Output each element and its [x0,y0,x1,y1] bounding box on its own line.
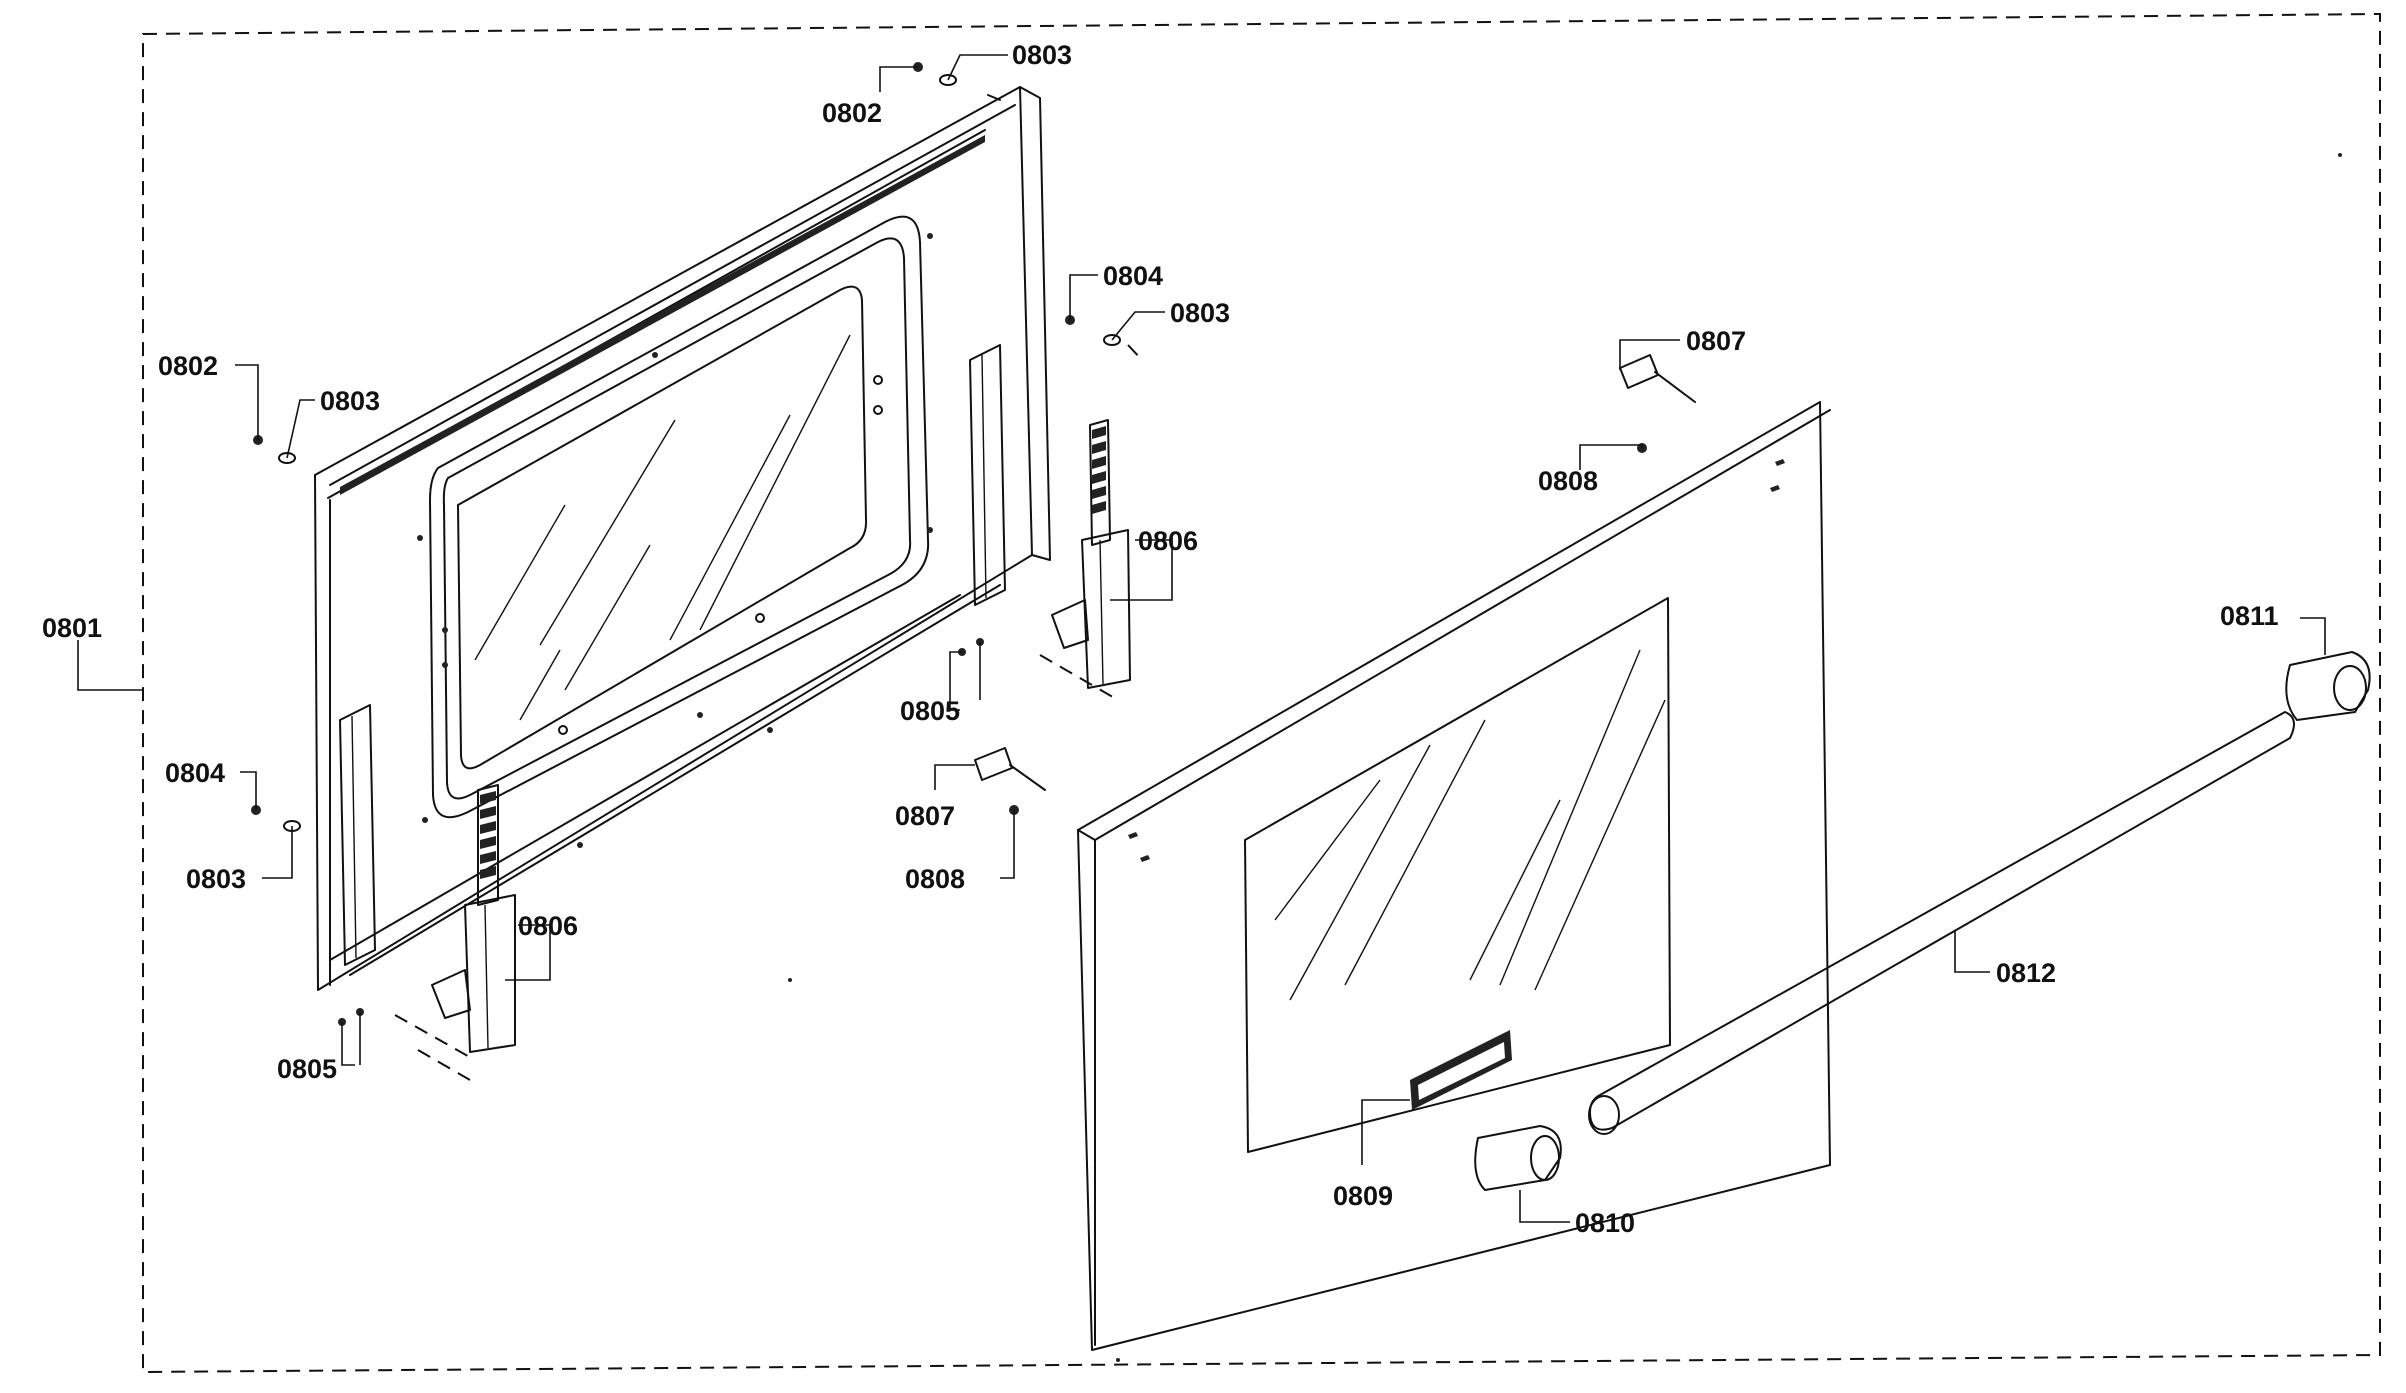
label-assembly: 0801 [42,613,102,643]
assembly-guides-inner [394,344,1143,1081]
label-screw-b-right: 0804 [1103,261,1163,291]
handle-end-cap-left [1474,1125,1562,1191]
label-handle-bar: 0812 [1996,958,2056,988]
label-screw-c-right: 0805 [900,696,960,726]
outer-door-panel [1077,401,1831,1351]
hinge-right [1051,419,1131,689]
label-screw-c-left: 0805 [277,1054,337,1084]
hinge-left [431,784,516,1053]
stray-dot [788,978,792,982]
label-handle-end-right: 0811 [2220,601,2279,631]
label-washer-right: 0803 [1170,298,1230,328]
part-labels: 0801 0802 0803 0802 0803 0804 0803 0805 … [42,40,2279,1238]
label-screw-d-left: 0808 [905,864,965,894]
label-washer-left-bottom: 0803 [186,864,246,894]
label-screw-d-right: 0808 [1538,466,1598,496]
leader-lines [77,54,2326,1223]
label-screw-b-left: 0804 [165,758,225,788]
label-badge: 0809 [1333,1181,1393,1211]
stray-dot [2338,153,2342,157]
label-screw-left: 0802 [158,351,218,381]
label-hinge-right: 0806 [1138,526,1198,556]
label-hinge-left: 0806 [518,911,578,941]
label-washer-left-top: 0803 [320,386,380,416]
assembly-boundary [142,12,2381,1374]
label-screw-top: 0802 [822,98,882,128]
label-pin-right: 0807 [1686,326,1746,356]
label-washer-top: 0803 [1012,40,1072,70]
label-handle-end-left: 0810 [1575,1208,1635,1238]
handle-bar [1588,711,2295,1135]
handle-end-cap-right [2285,651,2371,721]
stray-dot [1116,1358,1120,1362]
inner-door-frame [314,86,1051,991]
label-pin-left: 0807 [895,801,955,831]
